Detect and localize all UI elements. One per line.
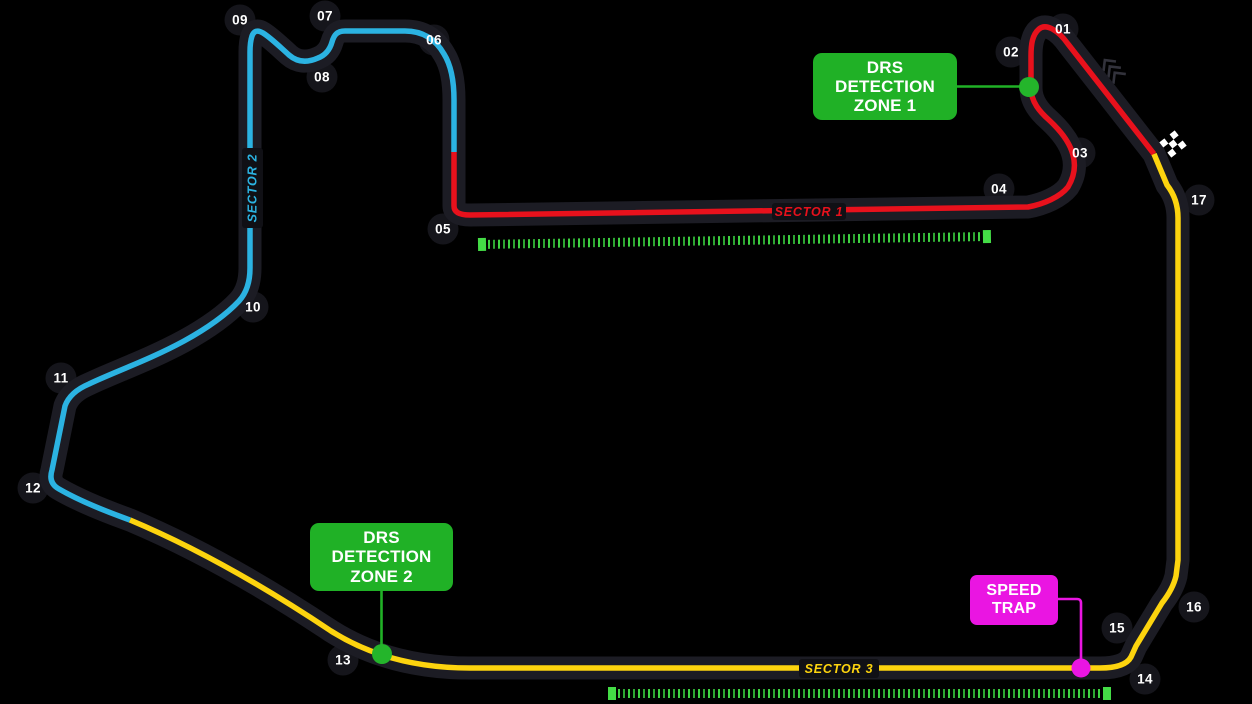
turn-marker-03: 03	[1072, 145, 1088, 161]
sector-3-line	[128, 152, 1181, 671]
speed-trap-box: SPEED TRAP	[970, 575, 1058, 625]
turn-marker-07: 07	[317, 8, 333, 24]
drs-zone-1-line2: DETECTION	[834, 76, 936, 96]
turn-marker-04: 04	[991, 181, 1007, 197]
drs-detection-zone-1-box: DRS DETECTION ZONE 1	[813, 53, 957, 120]
turn-marker-16: 16	[1186, 599, 1202, 615]
checkered-flag-icon	[1159, 130, 1187, 158]
drs-zone-start-block	[608, 686, 616, 700]
sector-1-badge: SECTOR 1	[772, 203, 846, 220]
drs-zone-start-block	[477, 237, 487, 251]
turn-marker-06: 06	[426, 32, 442, 48]
drs-zone-2-connector	[372, 589, 392, 664]
drs-zone-2-line1: DRS	[363, 528, 400, 548]
drs-zone-end-block	[1103, 686, 1111, 700]
turn-marker-05: 05	[435, 221, 451, 237]
turn-marker-17: 17	[1191, 192, 1207, 208]
sector-2-line	[48, 28, 457, 523]
turn-marker-10: 10	[245, 299, 261, 315]
speed-trap-point	[1071, 658, 1091, 678]
sector-1-line	[451, 24, 1157, 218]
speed-trap-connector	[1057, 597, 1091, 678]
turn-marker-11: 11	[53, 370, 69, 386]
turn-marker-02: 02	[1003, 44, 1019, 60]
drs-zone-2-line3: ZONE 2	[350, 566, 413, 586]
sector-3-badge: SECTOR 3	[799, 659, 879, 678]
drs-zone-2-line2: DETECTION	[331, 547, 432, 567]
track-casing	[39, 15, 1190, 680]
speed-trap-line2: TRAP	[991, 600, 1037, 617]
sector-1-label: SECTOR 1	[774, 204, 844, 219]
drs-zone-1-connector	[957, 77, 1039, 97]
turn-marker-14: 14	[1137, 671, 1153, 687]
drs-zone-1-line3: ZONE 1	[853, 96, 917, 116]
turn-marker-15: 15	[1109, 620, 1125, 636]
sector-3-label: SECTOR 3	[804, 661, 874, 676]
sector-2-label: SECTOR 2	[245, 153, 260, 223]
turn-marker-01: 01	[1055, 21, 1071, 37]
sector-2-badge: SECTOR 2	[242, 148, 263, 228]
turn-marker-09: 09	[232, 12, 248, 28]
drs-zone-end-block	[982, 229, 992, 243]
chevron-arrows-icon	[1102, 58, 1126, 85]
turn-marker-circles	[17, 0, 1215, 695]
drs-detection-zone-2-box: DRS DETECTION ZONE 2	[310, 523, 453, 591]
turn-marker-13: 13	[335, 652, 351, 668]
drs-zone-tick-marks	[618, 688, 1101, 698]
drs-zone-ticks-sector3	[608, 686, 1111, 700]
drs-detection-point-1	[1019, 77, 1039, 97]
speed-trap-line1: SPEED	[986, 582, 1042, 600]
turn-marker-12: 12	[25, 480, 41, 496]
turn-marker-08: 08	[314, 69, 330, 85]
drs-zone-1-line1: DRS	[866, 57, 904, 77]
drs-detection-point-2	[372, 644, 392, 664]
